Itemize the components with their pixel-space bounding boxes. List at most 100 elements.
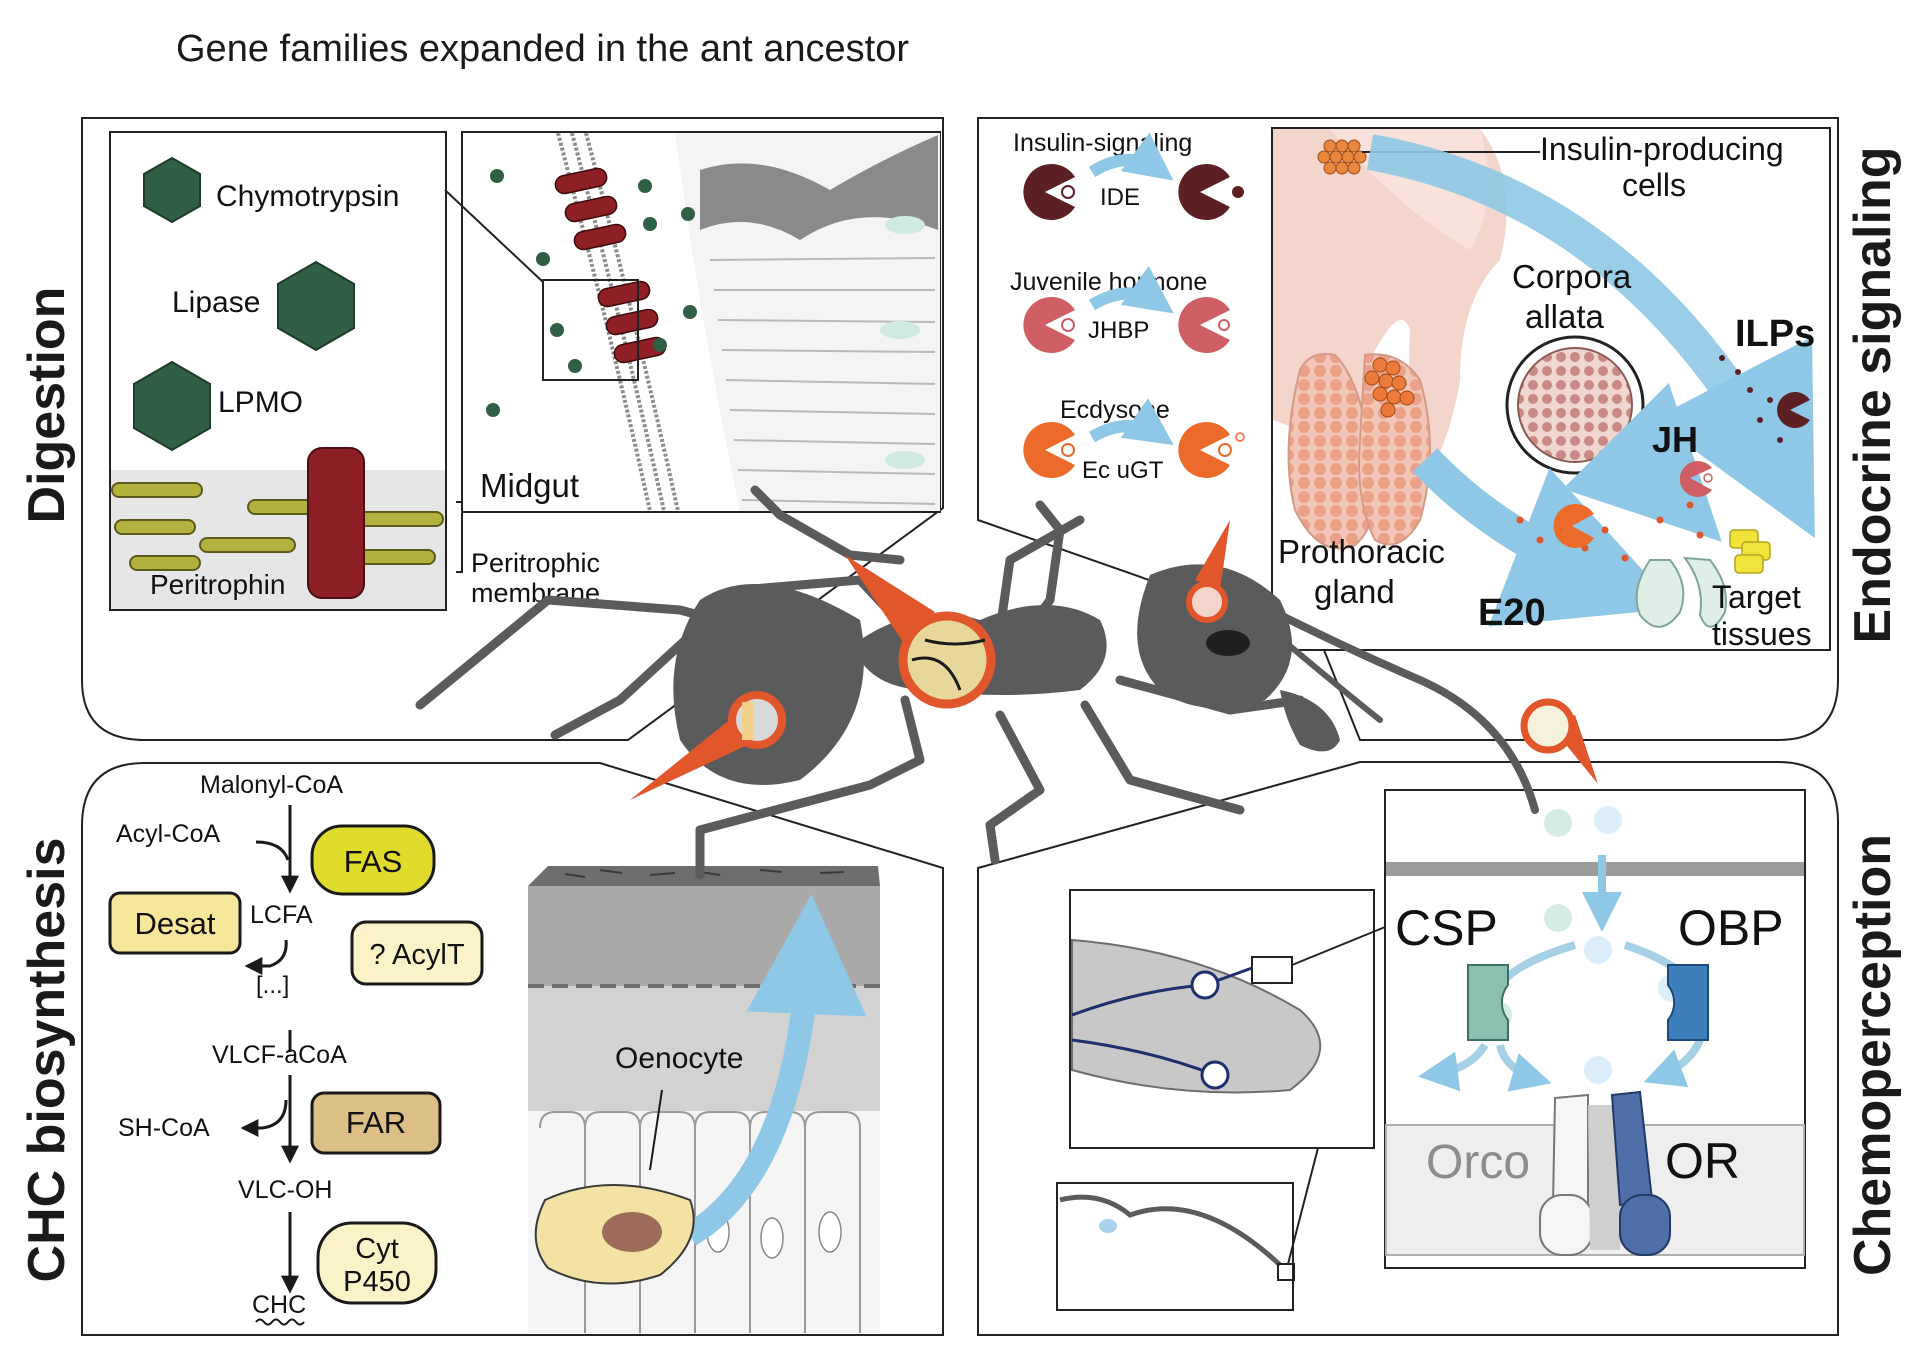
sensillum-zoom-box xyxy=(1251,956,1293,984)
insulin-active-pacman xyxy=(1178,164,1230,221)
jh-pacman-in-tissue xyxy=(1679,461,1712,497)
jhbp-arrow xyxy=(1088,265,1174,314)
oenocyte-export-arrow xyxy=(683,894,867,1246)
ilp-pacman-in-tissue xyxy=(1777,392,1810,428)
cuticle-block xyxy=(528,866,880,1333)
target-tissue-yellow xyxy=(1729,529,1771,574)
vlcf-acoa-label: VLCF-aCoA xyxy=(212,1041,347,1069)
midgut-label: Midgut xyxy=(480,467,579,504)
pointer-antenna xyxy=(1520,698,1598,784)
csp-to-receptor-arrow xyxy=(1496,1043,1552,1092)
target-label-line2: tissues xyxy=(1712,616,1812,652)
ec-ugt-label: Ec uGT xyxy=(1082,457,1164,484)
sensillum-connector xyxy=(1291,924,1391,966)
pointer-midgut xyxy=(630,691,786,800)
sh-coa-label: SH-CoA xyxy=(118,1114,210,1142)
chymotrypsin-hexagon xyxy=(143,156,201,224)
target-label-line1: Target xyxy=(1712,579,1801,615)
oenocyte-label: Oenocyte xyxy=(615,1042,743,1075)
acyl-coa-label: Acyl-CoA xyxy=(116,820,221,848)
jh-active-pacman xyxy=(1178,297,1230,354)
acylt-box xyxy=(350,920,484,986)
vlc-oh-label: VLC-OH xyxy=(238,1176,332,1204)
peritrophin-label: Peritrophin xyxy=(150,569,285,600)
pointer-cuticle xyxy=(845,555,996,709)
ilps-label: ILPs xyxy=(1735,313,1815,355)
lcfa-label: LCFA xyxy=(250,901,313,929)
corpora-label-line2: allata xyxy=(1525,298,1605,335)
neuron-cell-1 xyxy=(1190,970,1220,1000)
jhbp-label: JHBP xyxy=(1088,317,1149,344)
target-tissue-icon xyxy=(1635,556,1727,628)
obp-label: OBP xyxy=(1678,900,1784,956)
corpora-label-line1: Corpora xyxy=(1512,258,1632,295)
e20-label: E20 xyxy=(1478,592,1546,634)
fas-label: FAS xyxy=(344,844,403,879)
prothoracic-gland xyxy=(1287,353,1431,550)
digestion-side-label: Digestion xyxy=(18,287,76,524)
ipc-label-line2: cells xyxy=(1622,167,1686,203)
corpora-allata xyxy=(1517,347,1633,463)
chc-product-label: CHC xyxy=(252,1291,306,1319)
obp-protein xyxy=(1667,964,1709,1041)
ilps-arrow xyxy=(1366,134,1815,538)
insulin-inactive-pacman xyxy=(1023,164,1075,221)
antenna-overview xyxy=(1059,1194,1282,1267)
ilp-dots xyxy=(1719,355,1783,443)
ecdysone-active-pacman xyxy=(1178,422,1230,478)
or-receptor xyxy=(1610,1090,1671,1256)
ipc-label-line1: Insulin-producing xyxy=(1540,131,1784,167)
cuticle-membrane xyxy=(1386,862,1804,876)
figure-title: Gene families expanded in the ant ancest… xyxy=(176,28,909,70)
midgut-enzyme-dots xyxy=(486,169,697,417)
neuron-cell-2 xyxy=(1200,1060,1230,1090)
fas-box xyxy=(310,824,436,896)
antenna-zoom-box xyxy=(1277,1263,1295,1281)
antenna-segment xyxy=(1071,938,1322,1094)
zoom-connector xyxy=(444,189,544,283)
ide-arrow xyxy=(1088,132,1174,181)
oenocyte-nucleus xyxy=(602,1212,662,1252)
ecdysone-pacman-in-tissue xyxy=(1553,504,1594,549)
far-box xyxy=(310,1091,442,1155)
jh-label: JH xyxy=(1652,419,1698,460)
lipase-label: Lipase xyxy=(172,286,260,319)
or-label: OR xyxy=(1665,1133,1740,1189)
lpmo-hexagon xyxy=(133,360,211,452)
antenna-connector xyxy=(1287,1147,1319,1265)
endocrine-side-label: Endocrine signaling xyxy=(1844,147,1902,644)
midgut-zoom-box xyxy=(542,279,639,381)
prothoracic-label-line2: gland xyxy=(1314,573,1395,610)
desat-branch-arrow xyxy=(244,939,288,975)
chymotrypsin-label: Chymotrypsin xyxy=(216,180,399,213)
cyt-label-line2: P450 xyxy=(343,1266,411,1298)
peritrophin-protein xyxy=(307,447,365,599)
desat-box xyxy=(108,891,242,955)
pointer-brain xyxy=(1186,520,1230,623)
insulin-producing-cell-cluster xyxy=(1317,139,1367,175)
membrane-label-line1: Peritrophic xyxy=(471,548,600,578)
ellipsis-label: [...] xyxy=(256,972,289,999)
membrane-bracket xyxy=(456,501,463,573)
oenocyte-leader xyxy=(649,1089,663,1171)
far-label: FAR xyxy=(346,1105,406,1140)
midgut-epithelium xyxy=(675,133,940,511)
e20-arrow xyxy=(1412,448,1678,627)
ide-label: IDE xyxy=(1100,184,1140,211)
midgut-peritrophins xyxy=(554,167,667,364)
jh-pathway: Juvenile hormone JHBP xyxy=(1010,265,1230,354)
jh-inactive-pacman xyxy=(1023,297,1075,354)
lpmo-label: LPMO xyxy=(218,386,303,419)
sh-coa-branch-arrow xyxy=(240,1099,288,1137)
orco-label: Orco xyxy=(1426,1136,1530,1189)
ecdysone-label: Ecdysone xyxy=(1060,396,1170,424)
desat-label: Desat xyxy=(135,906,216,941)
antenna-blue-spot xyxy=(1099,1219,1117,1233)
acylt-label: ? AcylT xyxy=(369,939,464,971)
csp-label: CSP xyxy=(1395,900,1498,956)
antenna-overview-box xyxy=(1056,1182,1294,1311)
insulin-pathway: Insulin-signaling IDE xyxy=(1013,129,1244,221)
cyt-p450-box xyxy=(316,1221,438,1305)
chemo-side-label: Chemoperception xyxy=(1844,834,1902,1276)
